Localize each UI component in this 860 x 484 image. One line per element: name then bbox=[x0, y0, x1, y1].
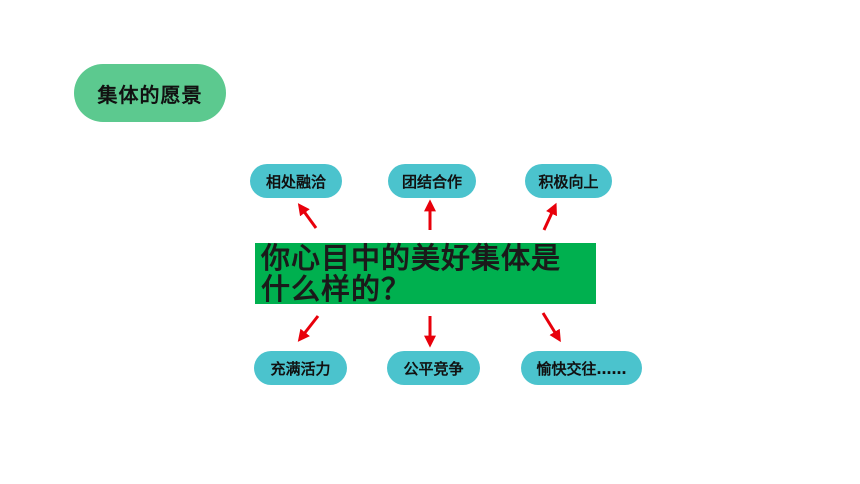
item-pill-bottom-right: 愉快交往…… bbox=[521, 351, 642, 385]
item-label: 团结合作 bbox=[401, 172, 462, 191]
center-question-box: 你心目中的美好集体是 什么样的？ bbox=[255, 241, 596, 306]
arrow-top-right bbox=[542, 202, 557, 231]
title-badge: 集体的愿景 bbox=[74, 64, 226, 122]
title-text: 集体的愿景 bbox=[97, 82, 203, 107]
arrow-bottom-left bbox=[297, 315, 320, 342]
item-label: 充满活力 bbox=[270, 359, 331, 378]
item-label: 公平竞争 bbox=[403, 359, 464, 378]
arrow-bottom-right bbox=[541, 312, 561, 343]
item-pill-top-left: 相处融洽 bbox=[250, 164, 342, 198]
item-label: 相处融洽 bbox=[265, 172, 326, 191]
item-pill-bottom-left: 充满活力 bbox=[254, 351, 347, 385]
item-pill-bottom-center: 公平竞争 bbox=[387, 351, 480, 385]
item-label: 愉快交往…… bbox=[536, 359, 627, 378]
arrow-top-left bbox=[297, 203, 318, 229]
center-question-line1: 你心目中的美好集体是 bbox=[261, 241, 562, 275]
item-label: 积极向上 bbox=[538, 172, 599, 191]
center-question-line2: 什么样的？ bbox=[261, 272, 412, 306]
item-pill-top-right: 积极向上 bbox=[525, 164, 612, 198]
item-pill-top-center: 团结合作 bbox=[388, 164, 476, 198]
